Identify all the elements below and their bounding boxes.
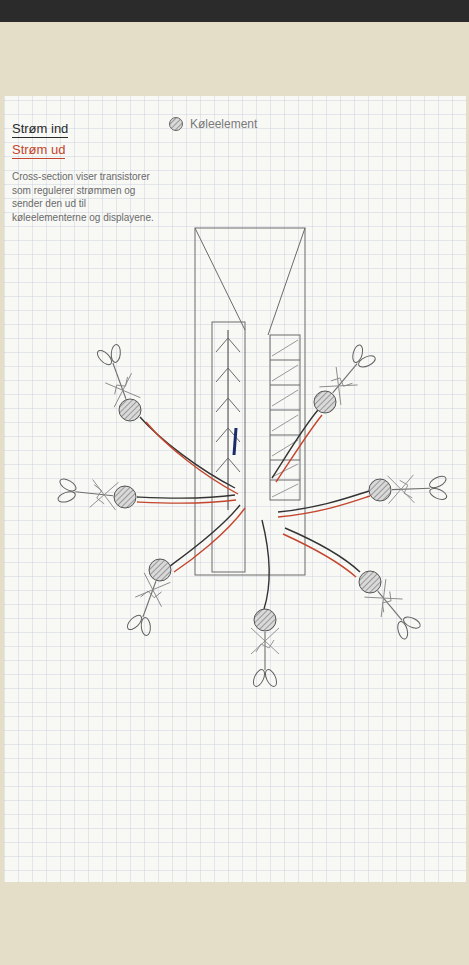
legend-entry: Strøm ind: [12, 121, 68, 138]
hatch-line: [272, 365, 298, 381]
wires: [137, 410, 370, 609]
branch: [216, 458, 240, 472]
legend-text: Køleelement: [190, 117, 257, 132]
legend-entry: Strøm ud: [12, 142, 65, 159]
heat-sink: [114, 486, 136, 508]
hatch-line: [272, 484, 298, 497]
divider: [270, 410, 300, 411]
heat-sink: [254, 609, 276, 631]
fan: [94, 341, 141, 407]
branch: [216, 368, 240, 382]
cross-section: [195, 228, 305, 575]
spine: [228, 330, 229, 510]
hatch-line: [272, 464, 298, 477]
legend-text: Strøm ud: [12, 142, 65, 159]
divider: [270, 435, 300, 436]
fan: [388, 474, 449, 504]
wire-in: [170, 505, 240, 566]
hatch-line: [272, 340, 298, 356]
grid: [4, 96, 466, 882]
note: Cross-section viser transistorer som reg…: [12, 170, 162, 224]
fan: [56, 476, 119, 510]
hatch-line: [272, 390, 298, 406]
mark: [234, 428, 236, 455]
legend-entry: Køleelement: [166, 116, 257, 132]
legend-text: Strøm ind: [12, 121, 68, 138]
legend-swatch: [166, 116, 186, 132]
heat-sink-symbol: [170, 118, 183, 131]
heat-sink: [359, 571, 381, 593]
branch: [216, 338, 240, 352]
fan: [124, 573, 171, 639]
graph-paper: [4, 96, 466, 882]
wire-in: [137, 495, 235, 498]
wire-in: [262, 520, 269, 609]
branch: [216, 398, 240, 412]
wire-out: [146, 422, 238, 494]
diagonal: [195, 228, 245, 330]
divider: [270, 460, 300, 461]
wire-in: [272, 410, 318, 478]
housing: [195, 228, 305, 575]
divider: [270, 360, 300, 361]
heat-sink: [369, 479, 391, 501]
top-shadow: [0, 0, 469, 22]
wire-out: [276, 415, 322, 482]
diagonal: [268, 228, 305, 335]
divider: [270, 480, 300, 481]
heat-sink: [149, 559, 171, 581]
heat-sink: [119, 399, 141, 421]
fan: [251, 628, 279, 688]
cooling-units: [56, 341, 449, 688]
hatch-line: [272, 415, 298, 431]
wire-out: [137, 500, 236, 503]
wire-out: [283, 534, 356, 577]
heat-sink: [314, 391, 336, 413]
wire-out: [278, 496, 370, 517]
wire-out: [174, 508, 245, 572]
wire-in: [285, 528, 360, 572]
transistor-strip: [212, 322, 245, 572]
table: [0, 22, 469, 965]
divider: [270, 385, 300, 386]
wire-in: [140, 417, 235, 488]
